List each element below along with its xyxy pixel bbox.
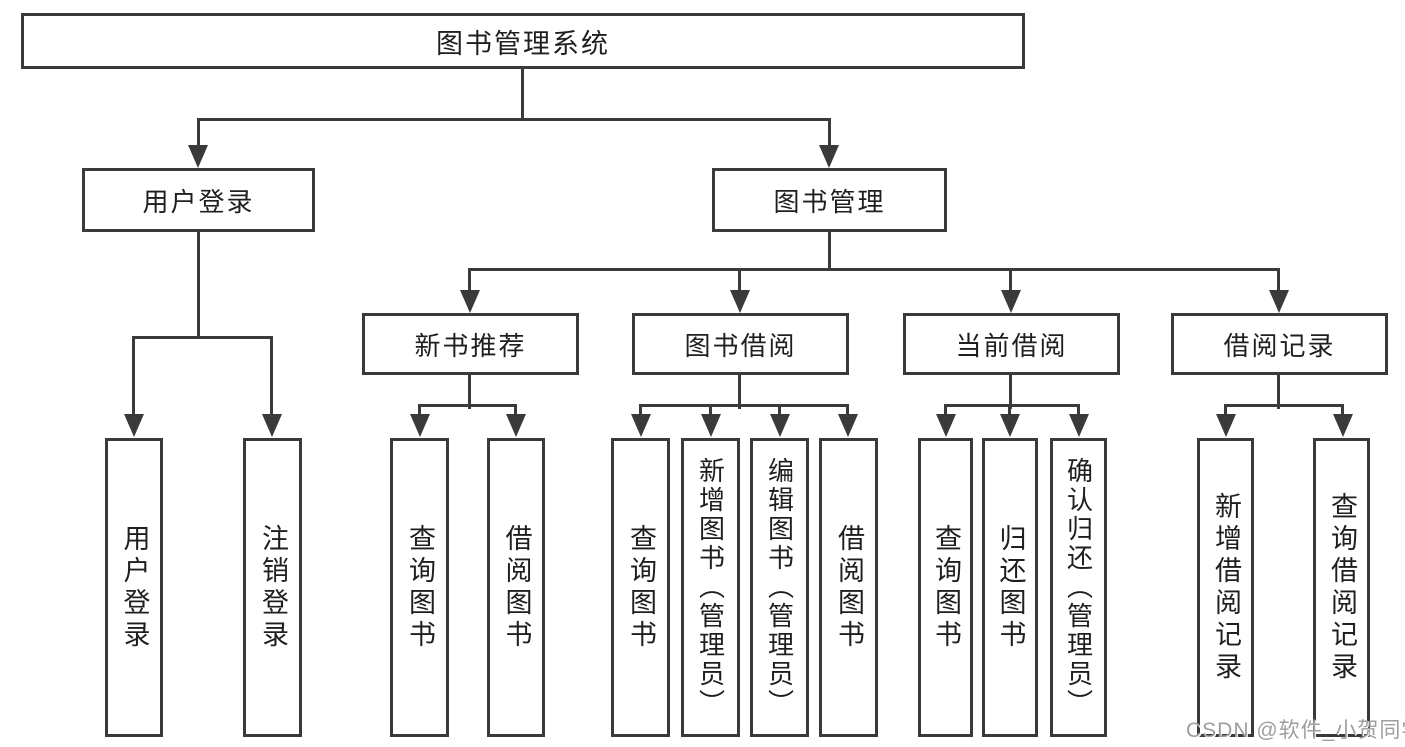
- arrow-down-icon: [631, 414, 651, 437]
- leaf-borrow-books: 借阅图书: [819, 438, 878, 737]
- connector-stem: [1277, 268, 1280, 292]
- connector-stem: [846, 404, 849, 416]
- leaf-query-borrow-record: 查询借阅记录: [1313, 438, 1370, 737]
- connector-level3-bar: [468, 268, 1280, 271]
- leaf-confirm-return-admin: 确认归还（管理员）: [1050, 438, 1107, 737]
- arrow-down-icon: [819, 145, 839, 168]
- csdn-watermark: CSDN @软件_小贺同学: [1186, 719, 1405, 742]
- leaf-borrow-books-recommend: 借阅图书: [487, 438, 545, 737]
- connector-stem: [514, 404, 517, 416]
- arrow-down-icon: [506, 414, 526, 437]
- connector-stem: [270, 336, 273, 416]
- leaf-query-books-borrow: 查询图书: [611, 438, 670, 737]
- arrow-down-icon: [1069, 414, 1089, 437]
- connector-stem: [1277, 375, 1280, 409]
- arrow-down-icon: [460, 290, 480, 313]
- arrow-down-icon: [1000, 414, 1020, 437]
- node-current-borrow: 当前借阅: [903, 313, 1120, 375]
- connector-stem: [1008, 404, 1011, 416]
- arrow-down-icon: [262, 414, 282, 437]
- connector-stem: [1224, 404, 1227, 416]
- node-user-login: 用户登录: [82, 168, 315, 232]
- leaf-query-books-recommend: 查询图书: [390, 438, 449, 737]
- arrow-down-icon: [124, 414, 144, 437]
- connector-group-bar: [944, 404, 1080, 407]
- leaf-edit-books-admin: 编辑图书（管理员）: [750, 438, 809, 737]
- connector-stem: [944, 404, 947, 416]
- node-book-management: 图书管理: [712, 168, 947, 232]
- leaf-query-books-current: 查询图书: [918, 438, 973, 737]
- connector-stem: [197, 118, 200, 146]
- arrow-down-icon: [1001, 290, 1021, 313]
- connector-stem: [778, 404, 781, 416]
- connector-stem: [738, 268, 741, 292]
- arrow-down-icon: [1216, 414, 1236, 437]
- connector-group-bar: [1224, 404, 1344, 407]
- connector-stem: [639, 404, 642, 416]
- connector-stem: [709, 404, 712, 416]
- arrow-down-icon: [701, 414, 721, 437]
- connector-group-bar: [639, 404, 849, 407]
- connector-stem: [1077, 404, 1080, 416]
- arrow-down-icon: [410, 414, 430, 437]
- arrow-down-icon: [188, 145, 208, 168]
- connector-stem: [1009, 375, 1012, 409]
- connector-stem: [828, 118, 831, 146]
- connector-user-login-stem: [197, 232, 200, 339]
- connector-stem: [1009, 268, 1012, 292]
- connector-level2-bar: [197, 118, 831, 121]
- leaf-add-borrow-record: 新增借阅记录: [1197, 438, 1254, 737]
- leaf-add-books-admin: 新增图书（管理员）: [681, 438, 740, 737]
- connector-stem: [468, 375, 471, 409]
- arrow-down-icon: [770, 414, 790, 437]
- leaf-user-login: 用户登录: [105, 438, 163, 737]
- connector-stem: [418, 404, 421, 416]
- node-root: 图书管理系统: [21, 13, 1025, 69]
- node-borrow-records: 借阅记录: [1171, 313, 1388, 375]
- connector-stem: [738, 375, 741, 409]
- connector-group-bar: [418, 404, 517, 407]
- leaf-logout: 注销登录: [243, 438, 302, 737]
- connector-stem: [468, 268, 471, 292]
- arrow-down-icon: [838, 414, 858, 437]
- connector-stem: [1341, 404, 1344, 416]
- node-book-borrow: 图书借阅: [632, 313, 849, 375]
- connector-stem: [132, 336, 135, 416]
- arrow-down-icon: [730, 290, 750, 313]
- connector-user-login-bar: [132, 336, 273, 339]
- leaf-return-books: 归还图书: [982, 438, 1038, 737]
- arrow-down-icon: [936, 414, 956, 437]
- arrow-down-icon: [1269, 290, 1289, 313]
- arrow-down-icon: [1333, 414, 1353, 437]
- connector-book-mgmt-stem: [828, 232, 831, 271]
- connector-root-stem: [521, 69, 524, 121]
- node-new-book-recommend: 新书推荐: [362, 313, 579, 375]
